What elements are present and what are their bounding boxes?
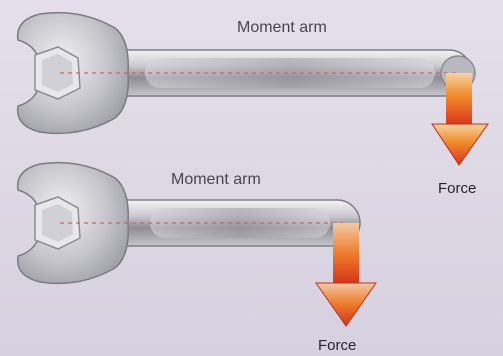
bottom-moment-arm-label: Moment arm — [171, 171, 261, 189]
bottom-force-label: Force — [318, 337, 356, 354]
top-force-label: Force — [438, 180, 476, 197]
top-moment-arm-label: Moment arm — [237, 19, 327, 37]
